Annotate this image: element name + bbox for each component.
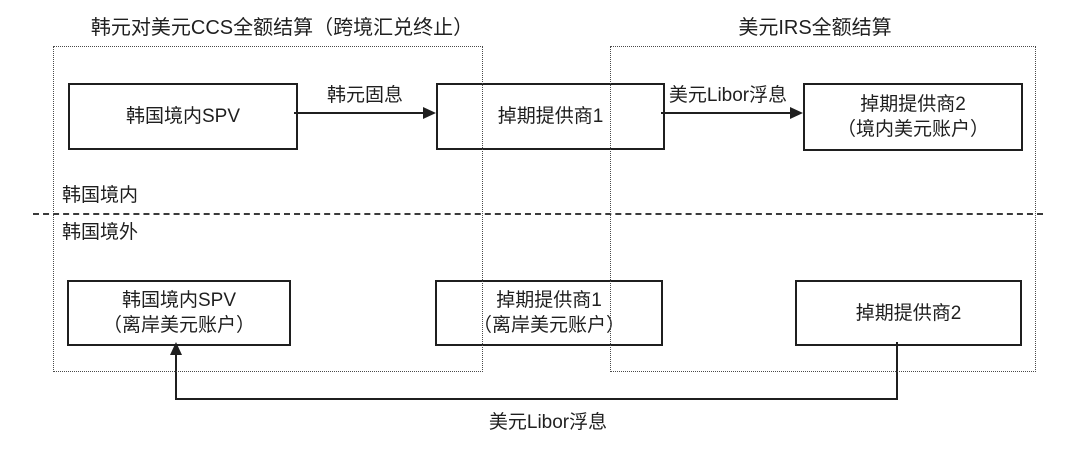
flow-label-usd-libor-onshore: 美元Libor浮息 — [668, 85, 788, 106]
arrowhead-right-icon — [423, 107, 436, 119]
flow-line-krw-fixed — [294, 112, 424, 114]
node-label: 韩国境内SPV — [121, 290, 237, 311]
node-spv-offshore: 韩国境内SPV （离岸美元账户） — [67, 280, 291, 346]
region-label-onshore: 韩国境内 — [62, 185, 139, 206]
node-sublabel: （离岸美元账户） — [102, 315, 255, 336]
flow-line-usd-libor-onshore — [661, 112, 791, 114]
flow-line-usd-libor-offshore-across — [175, 398, 898, 400]
flow-label-usd-libor-offshore: 美元Libor浮息 — [488, 412, 608, 433]
node-swap-provider2-onshore: 掉期提供商2 （境内美元账户） — [803, 83, 1023, 151]
flow-label-krw-fixed: 韩元固息 — [326, 85, 404, 106]
node-label: 韩国境内SPV — [125, 106, 241, 127]
section-title-ccs: 韩元对美元CCS全额结算（跨境汇兑终止） — [90, 17, 474, 39]
node-swap-provider2-offshore: 掉期提供商2 — [795, 280, 1022, 346]
node-swap-provider1-offshore: 掉期提供商1 （离岸美元账户） — [435, 280, 663, 346]
node-spv-onshore: 韩国境内SPV — [68, 83, 298, 150]
arrowhead-right-icon — [790, 107, 803, 119]
node-swap-provider1-onshore: 掉期提供商1 — [436, 83, 665, 150]
node-label: 掉期提供商1 — [496, 290, 602, 311]
onshore-offshore-divider — [33, 213, 1043, 215]
arrowhead-up-icon — [170, 342, 182, 355]
node-label: 掉期提供商2 — [855, 302, 962, 324]
flow-line-usd-libor-offshore-up — [175, 353, 177, 400]
section-title-irs: 美元IRS全额结算 — [738, 17, 892, 39]
node-label: 掉期提供商2 — [860, 94, 966, 115]
region-label-offshore: 韩国境外 — [62, 222, 139, 243]
node-sublabel: （境内美元账户） — [836, 119, 989, 140]
flow-line-usd-libor-offshore-down — [896, 342, 898, 400]
node-label: 掉期提供商1 — [497, 106, 604, 127]
node-sublabel: （离岸美元账户） — [472, 315, 625, 336]
